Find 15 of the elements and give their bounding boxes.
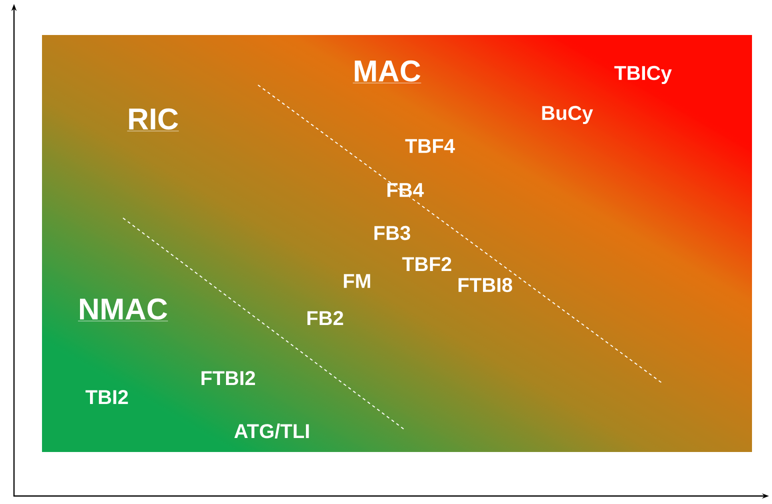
regimen-label: TBF2 xyxy=(402,257,452,271)
regimen-label: FM xyxy=(344,274,370,288)
regimen-label: FTBI8 xyxy=(458,278,512,292)
regimen-label: BuCy xyxy=(542,106,593,124)
regimen-label: FB2 xyxy=(307,311,344,325)
regimen-label: TBI2 xyxy=(86,390,128,404)
category-heading: NMAC xyxy=(78,298,168,322)
regimen-label: FB4 xyxy=(387,183,424,197)
regimen-label: ATG/TLI xyxy=(234,424,309,438)
regimen-label: TBICy xyxy=(614,66,672,84)
regimen-label: FTBI2 xyxy=(202,371,255,385)
regimen-label: TBF4 xyxy=(405,139,455,153)
category-heading: RIC xyxy=(126,108,180,132)
category-heading: MAC xyxy=(352,60,422,84)
regimen-label: FB3 xyxy=(374,226,410,240)
